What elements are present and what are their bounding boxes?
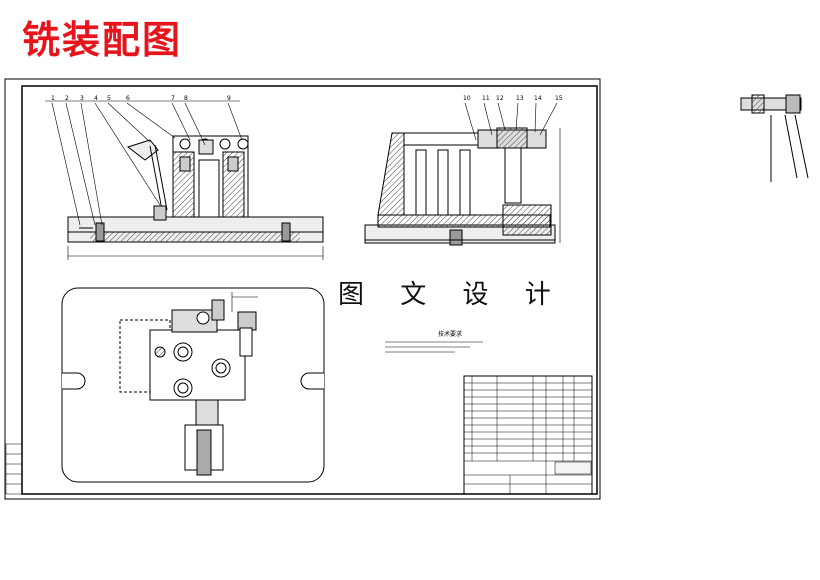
svg-text:5: 5 <box>107 95 111 102</box>
top-view <box>61 287 325 483</box>
left-stamp <box>5 443 23 495</box>
svg-text:8: 8 <box>184 95 188 102</box>
svg-text:11: 11 <box>482 95 490 102</box>
front-view: 1 2 3 4 5 6 7 8 9 <box>45 95 324 260</box>
svg-text:12: 12 <box>496 95 504 102</box>
svg-text:6: 6 <box>126 95 130 102</box>
svg-text:1: 1 <box>51 95 55 102</box>
svg-text:7: 7 <box>171 95 175 102</box>
svg-text:14: 14 <box>534 95 542 102</box>
detail-view <box>740 94 809 182</box>
svg-text:15: 15 <box>555 95 563 102</box>
svg-text:3: 3 <box>80 95 84 102</box>
title-block <box>463 375 593 495</box>
svg-text:9: 9 <box>227 95 231 102</box>
svg-text:10: 10 <box>463 95 471 102</box>
design-watermark: 图 文 设 计 <box>338 280 565 310</box>
technical-requirements: 技术要求 <box>385 330 483 353</box>
sheet-frame <box>4 78 601 500</box>
side-view: 10 11 12 13 14 15 <box>364 95 563 246</box>
svg-text:13: 13 <box>516 95 524 102</box>
tech-requirements-title: 技术要求 <box>438 330 462 338</box>
svg-text:4: 4 <box>94 95 98 102</box>
svg-text:2: 2 <box>65 95 69 102</box>
page-title: 铣装配图 <box>22 17 183 62</box>
